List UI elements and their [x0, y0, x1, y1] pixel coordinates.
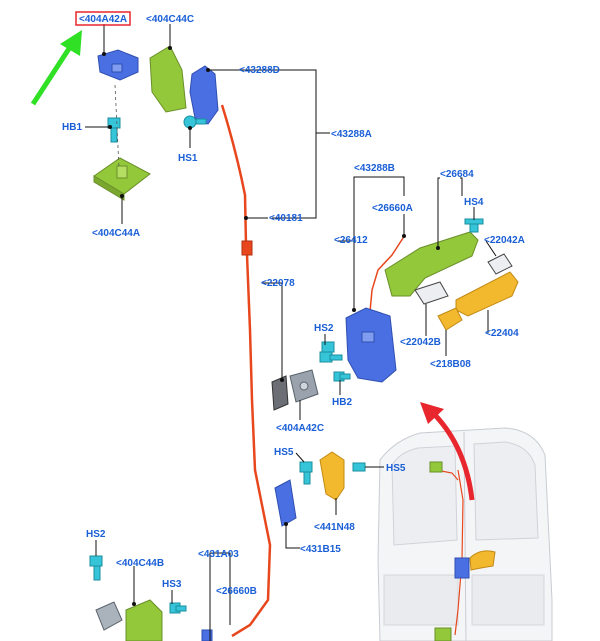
- bracket-lower-left: [95, 601, 123, 631]
- leader-lines: [85, 24, 497, 641]
- bolt-hb2: [333, 371, 351, 382]
- label-404C44C: <404C44C: [146, 14, 194, 25]
- label-40181: <40181: [269, 213, 303, 224]
- cable-40181: [220, 104, 272, 638]
- label-26684: <26684: [440, 169, 474, 180]
- pad-404C44A: [93, 157, 151, 201]
- rod-26660A: [369, 234, 406, 313]
- highlight-box: [75, 11, 131, 26]
- label-22404: <22404: [485, 328, 519, 339]
- label-hb2: HB2: [332, 397, 352, 408]
- label-43288B: <43288B: [354, 163, 395, 174]
- label-43288A: <43288A: [331, 129, 372, 140]
- lock-43288B: [345, 307, 397, 383]
- label-22042B: <22042B: [400, 337, 441, 348]
- label-22042A: <22042A: [484, 235, 525, 246]
- label-26660B: <26660B: [216, 586, 257, 597]
- screw-hs1: [183, 115, 207, 129]
- label-hb1: HB1: [62, 122, 82, 133]
- label-431A03: <431A03: [198, 549, 239, 560]
- bracket-404A42A: [97, 49, 139, 81]
- label-431B15: <431B15: [300, 544, 341, 555]
- handle-22404: [455, 271, 519, 317]
- label-hs4: HS4: [464, 197, 484, 208]
- latch-43288D: [189, 65, 219, 125]
- label-hs2-upper: HS2: [314, 323, 334, 334]
- plate-404A42C: [271, 369, 319, 411]
- cap-218B08: [437, 307, 463, 331]
- label-404C44B: <404C44B: [116, 558, 164, 569]
- screw-hs5-right: [352, 462, 366, 472]
- screw-hs2-upper: [319, 341, 343, 363]
- gasket-22042B: [414, 281, 449, 305]
- lever-441N48: [319, 451, 345, 501]
- label-441N48: <441N48: [314, 522, 355, 533]
- bolt-hb1: [107, 117, 121, 143]
- pointer-arrow: [30, 30, 82, 106]
- latch-lower: [201, 629, 213, 641]
- screw-hs4: [464, 218, 484, 233]
- screw-hs2-lower: [89, 555, 103, 581]
- label-404C44A: <404C44A: [92, 228, 140, 239]
- cable-clip: [241, 240, 253, 256]
- screw-hs3: [169, 602, 187, 614]
- label-hs5-left: HS5: [274, 447, 294, 458]
- gasket-22042A: [487, 253, 513, 275]
- label-43288D: <43288D: [239, 65, 280, 76]
- label-404A42A: <404A42A: [79, 14, 127, 25]
- dashed-axis-1: [114, 84, 120, 169]
- hinge-404C44C: [149, 45, 187, 113]
- bracket-431B15: [274, 479, 297, 527]
- label-218B08: <218B08: [430, 359, 471, 370]
- label-hs2-lower: HS2: [86, 529, 106, 540]
- handle-frame-26684: [384, 231, 479, 297]
- label-hs1: HS1: [178, 153, 198, 164]
- callout-labels: <404A42A <404C44C <43288D <43288A HB1 HS…: [62, 14, 525, 597]
- label-22078: <22078: [261, 278, 295, 289]
- hinge-404C44B: [125, 599, 163, 641]
- label-26660A: <26660A: [372, 203, 413, 214]
- label-hs3: HS3: [162, 579, 182, 590]
- screw-hs5-left: [299, 461, 313, 485]
- label-404A42C: <404A42C: [276, 423, 324, 434]
- van-rear-doors: [377, 427, 553, 641]
- direction-arrow: [420, 402, 475, 501]
- label-hs5-right: HS5: [386, 463, 406, 474]
- label-26412: <26412: [334, 235, 368, 246]
